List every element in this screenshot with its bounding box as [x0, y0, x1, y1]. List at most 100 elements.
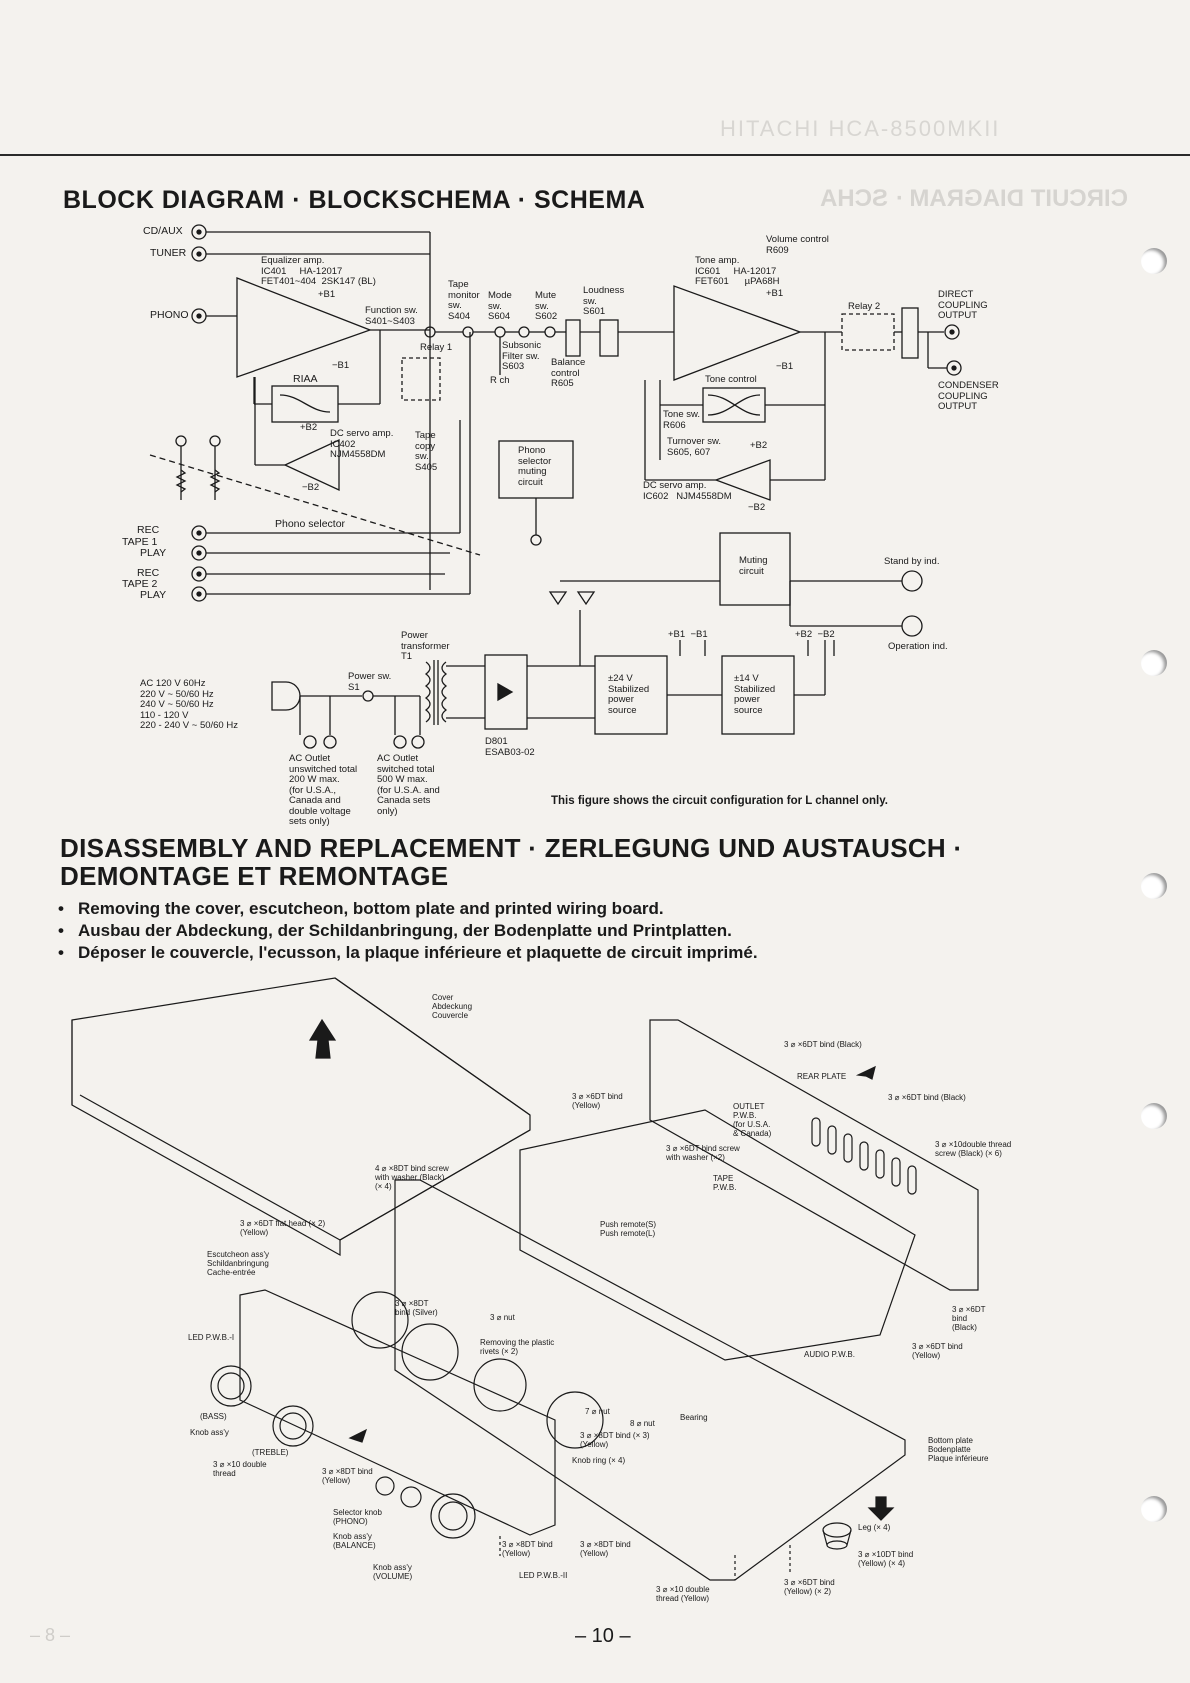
b1-plus-label: +B1 [318, 289, 336, 300]
cover-outline [71, 977, 531, 1257]
knob-ring-label: Knob ring (× 4) [572, 1456, 626, 1465]
relay-1-box [401, 357, 441, 401]
screw-label-14: 3 ⌀ ×8DT bind (Yellow) [580, 1540, 631, 1558]
rear-plate-label: REAR PLATE [797, 1072, 847, 1081]
faded-left-page-number: – 8 – [30, 1625, 71, 1645]
tone-control-label: Tone control [705, 374, 757, 385]
faded-model-header: HITACHI HCA-8500MKII [720, 116, 1001, 141]
screw-label-10: 3 ⌀ ×10 double thread [213, 1460, 267, 1478]
ac-input-label: AC 120 V 60Hz 220 V ~ 50/60 Hz 240 V ~ 5… [140, 678, 238, 731]
page-number: – 10 – [575, 1625, 631, 1647]
screw-label-11: 3 ⌀ ×8DT bind (Yellow) [322, 1467, 373, 1485]
header-rule [0, 154, 1190, 156]
d801-label: D801 ESAB03-02 [485, 736, 535, 758]
power-switch-label: Power sw. S1 [348, 671, 392, 693]
tone-b2-minus-label: −B2 [748, 502, 766, 513]
step-en: •Removing the cover, escutcheon, bottom … [58, 899, 664, 918]
screw-label-7: 3 ⌀ ×8DT bind (Silver) [395, 1299, 438, 1317]
function-switch-label: Function sw. S401~S403 [365, 305, 418, 327]
disassembly-title-line2: DEMONTAGE ET REMONTAGE [60, 861, 449, 891]
screw-label-1: 3 ⌀ ×6DT bind (Black) [784, 1040, 862, 1049]
equalizer-amp-label: Equalizer amp. IC401 HA-12017 FET401~404… [261, 255, 376, 287]
tape1-label: TAPE 1 [122, 536, 158, 548]
treble-knob [272, 1405, 314, 1447]
power-supply [271, 610, 835, 749]
block-diagram-title: BLOCK DIAGRAM · BLOCKSCHEMA · SCHEMA [63, 186, 646, 214]
tape2-play-label: PLAY [140, 589, 167, 601]
input-phono-label: PHONO [150, 309, 189, 321]
condenser-coupling-output-label: CONDENSER COUPLING OUTPUT [938, 380, 999, 412]
knob-ring-4 [546, 1391, 604, 1449]
mode-switch-label: Mode sw. S604 [488, 290, 512, 322]
push-remote-label: Push remote(S) Push remote(L) [600, 1220, 657, 1238]
balance-knob-label: Knob ass'y (BALANCE) [333, 1532, 376, 1550]
operation-indicator-label: Operation ind. [888, 641, 948, 652]
bottom-plate-label: Bottom plate Bodenplatte Plaque inférieu… [928, 1436, 989, 1463]
plastic-rivets-label: Removing the plastic rivets (× 2) [480, 1338, 555, 1356]
rails-b2-label: +B2 −B2 [795, 629, 835, 640]
volume-knob [430, 1493, 476, 1539]
led-pwb-2-label: LED P.W.B.-II [519, 1571, 568, 1580]
b2-minus-label: −B2 [302, 482, 320, 493]
direct-coupling-output-label: DIRECT COUPLING OUTPUT [938, 289, 988, 321]
relay-1-label: Relay 1 [420, 342, 453, 353]
switch-chain [424, 319, 638, 375]
input-cd-aux-label: CD/AUX [143, 225, 183, 237]
escutcheon-label: Escutcheon ass'y Schildanbringung Cache-… [207, 1250, 270, 1277]
tape1-rec-label: REC [137, 524, 160, 536]
tape-copy-switch-label: Tape copy sw. S405 [415, 430, 438, 473]
step-en-text: Removing the cover, escutcheon, bottom p… [78, 899, 664, 918]
input-jacks [191, 224, 430, 324]
bottom-plate-arrow [867, 1496, 895, 1521]
phono-selector-muting-label: Phono selector muting circuit [518, 445, 552, 488]
rails-b1-label: +B1 −B1 [668, 629, 708, 640]
dc-servo-amp-1 [283, 438, 340, 492]
tone-amp-label: Tone amp. IC601 HA-12017 FET601 µPA68H [695, 255, 780, 287]
screw-label-2: 3 ⌀ ×6DT bind (Black) [888, 1093, 966, 1102]
knob-assy-label: Knob ass'y [190, 1428, 229, 1437]
balance-control-label: Balance control R605 [551, 357, 586, 389]
step-de: •Ausbau der Abdeckung, der Schildanbring… [58, 921, 732, 940]
ac-outlet-switched-label: AC Outlet switched total 500 W max. (for… [377, 753, 440, 817]
binder-hole-1 [1141, 248, 1167, 274]
disassembly-title: DISASSEMBLY AND REPLACEMENT · ZERLEGUNG … [60, 834, 962, 890]
bass-label: (BASS) [200, 1412, 227, 1421]
tape1-play-label: PLAY [140, 547, 167, 559]
led-pwb-1-label: LED P.W.B.-I [188, 1333, 235, 1342]
screw-label-9: 3 ⌀ ×6DT bind (Yellow) [912, 1342, 963, 1360]
step-fr-text: Déposer le couvercle, l'ecusson, la plaq… [78, 943, 758, 962]
audio-pwb-label: AUDIO P.W.B. [804, 1350, 855, 1359]
tape-jacks [149, 332, 481, 602]
turnover-switch-label: Turnover sw. S605, 607 [667, 436, 722, 458]
psu-24v-label: ±24 V Stabilized power source [608, 673, 650, 716]
knob-ring-3 [473, 1358, 527, 1412]
b1-minus-label: −B1 [332, 360, 350, 371]
volume-control-label: Volume control R609 [766, 234, 829, 256]
selector-knob [375, 1476, 395, 1496]
b2-plus-label: +B2 [300, 422, 318, 433]
dc-servo-1-label: DC servo amp. IC402 NJM4558DM [330, 428, 394, 460]
escutcheon-outline [239, 1289, 556, 1536]
screw-label-15: 3 ⌀ ×10DT bind (Yellow) (× 4) [858, 1550, 914, 1568]
nut-label: 3 ⌀ nut [490, 1313, 515, 1322]
tape2-rec-label: REC [137, 567, 160, 579]
tone-b1-plus-label: +B1 [766, 288, 784, 299]
standby-indicator-label: Stand by ind. [884, 556, 940, 567]
tone-b1-minus-label: −B1 [776, 361, 794, 372]
rear-plate-outline [649, 1019, 979, 1291]
screw-label-8: 3 ⌀ ×6DT bind (Black) [952, 1305, 986, 1332]
balance-knob [400, 1486, 422, 1508]
phono-selector-label: Phono selector [275, 518, 346, 530]
leg [822, 1522, 852, 1538]
disassembly-steps: •Removing the cover, escutcheon, bottom … [58, 898, 758, 964]
power-transformer-label: Power transformer T1 [401, 630, 450, 662]
screw-label-17: 3 ⌀ ×6DT bind (Yellow) (× 2) [784, 1578, 835, 1596]
screw-label-3: 3 ⌀ ×10double thread screw (Black) (× 6) [935, 1140, 1012, 1158]
tone-amp-symbol [673, 285, 802, 381]
dc-servo-2-label: DC servo amp. IC602 NJM4558DM [643, 480, 732, 502]
r-channel-label: R ch [490, 375, 510, 386]
subsonic-filter-label: Subsonic Filter sw. S603 [502, 340, 542, 372]
